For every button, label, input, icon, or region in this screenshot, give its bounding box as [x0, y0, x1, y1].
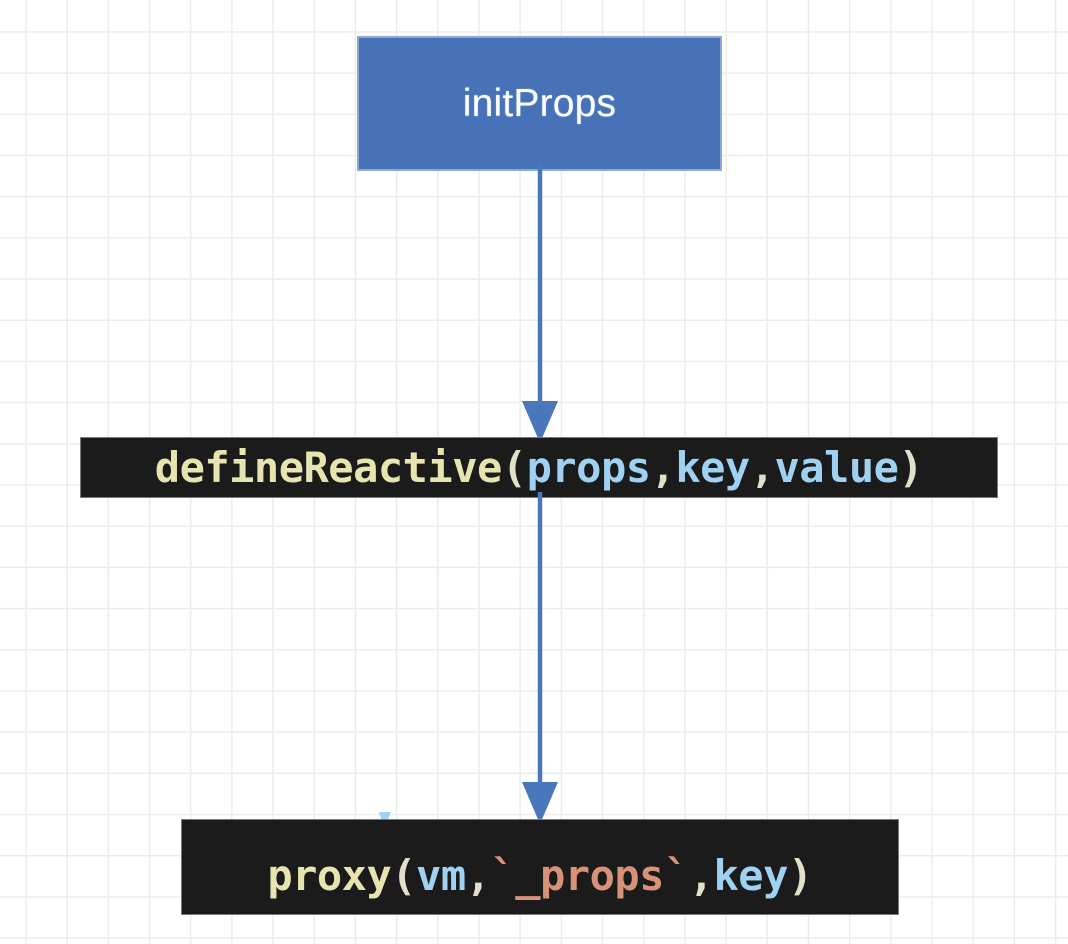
code-block-define-reactive[interactable]: defineReactive(props, key, value)	[80, 437, 998, 498]
code-token-comma-1: ,	[465, 851, 491, 900]
code-token-function: defineReactive	[154, 443, 503, 492]
code-token-open-paren: (	[391, 851, 417, 900]
code-token-close-paren: )	[898, 443, 924, 492]
code-block-proxy[interactable]: proxy(vm, `_props`, key)	[181, 819, 899, 915]
code-token-arg-props: props	[526, 443, 651, 492]
arrow-init-props-to-define-reactive	[522, 165, 558, 443]
code-token-arg-vm: vm	[416, 851, 466, 900]
code-token-function: proxy	[267, 851, 392, 900]
arrow-define-reactive-to-proxy	[522, 492, 558, 824]
code-token-arg-key: key	[675, 443, 750, 492]
code-token-comma-1: ,	[650, 443, 676, 492]
code-token-close-paren: )	[787, 851, 813, 900]
code-token-open-paren: (	[501, 443, 527, 492]
code-token-arg-key: key	[713, 851, 789, 900]
code-token-arg-value: value	[774, 443, 899, 492]
node-init-props[interactable]: initProps	[357, 36, 722, 171]
code-token-comma-2: ,	[749, 443, 775, 492]
node-init-props-label: initProps	[462, 82, 617, 125]
code-token-string-props: `_props`	[490, 851, 689, 900]
code-token-comma-2: ,	[688, 851, 714, 900]
